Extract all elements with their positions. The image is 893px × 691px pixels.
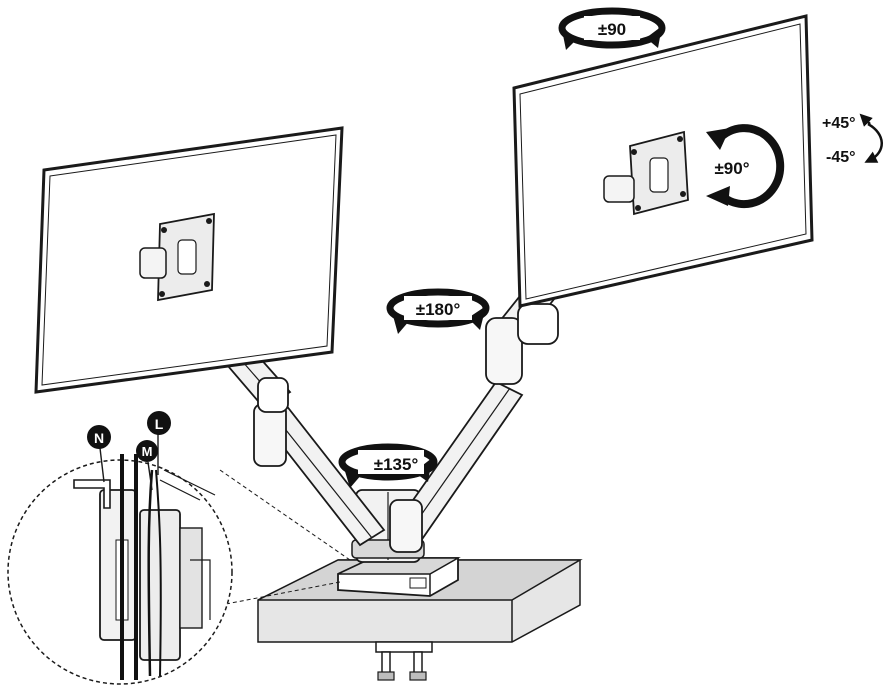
tilt-indicator: +45° -45° <box>822 113 883 166</box>
inset-hex-key <box>73 479 111 509</box>
callout-n: N <box>87 425 111 483</box>
callout-l: L <box>147 411 171 475</box>
tilt-up-label: +45° <box>822 115 856 132</box>
callout-m-label: M <box>142 444 153 459</box>
left-monitor <box>34 126 344 394</box>
cable-management-inset <box>7 454 351 685</box>
base-swivel-indicator: ±135° <box>338 443 438 488</box>
base-swivel-label: ±135° <box>374 455 419 474</box>
right-monitor <box>512 14 814 308</box>
callout-n-label: N <box>94 430 104 446</box>
arm-swivel-label: ±180° <box>416 300 461 319</box>
callout-m: M <box>136 440 158 491</box>
portrait-rotation-label: ±90° <box>714 159 749 178</box>
desk-clamp <box>375 641 433 681</box>
right-vesa-plate <box>603 130 689 216</box>
tilt-down-label: -45° <box>826 149 856 166</box>
arm-swivel-indicator: ±180° <box>386 288 490 334</box>
callout-l-label: L <box>155 416 164 432</box>
portrait-rotation-indicator: ±90° <box>706 124 785 209</box>
left-vesa-plate <box>139 212 215 302</box>
inset-cables <box>120 454 162 680</box>
top-swivel-indicator: ±90 <box>558 7 666 50</box>
top-swivel-label: ±90 <box>598 20 626 39</box>
